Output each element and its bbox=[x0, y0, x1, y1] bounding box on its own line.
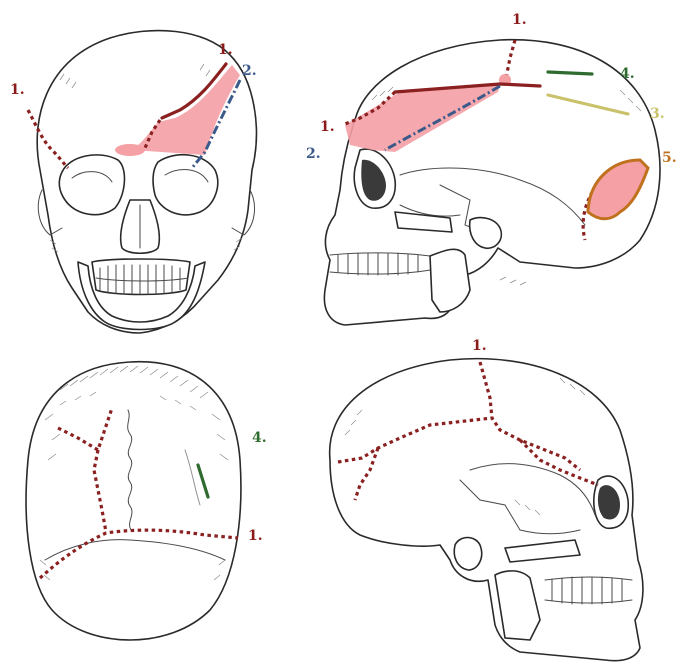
lateral-left-lambdoid-suture bbox=[581, 179, 602, 241]
front-right-orbit bbox=[152, 154, 219, 216]
panel-lateral-left-view: 1. 1. 2. 3. 4. 5. bbox=[306, 12, 677, 326]
lateral-right-coronal-suture bbox=[478, 361, 581, 472]
front-left-orbit bbox=[58, 154, 126, 216]
lateral-left-teeth bbox=[329, 252, 431, 276]
panel-front-view: 1. 1. 2. bbox=[10, 29, 258, 334]
front-suture-right-dotted bbox=[143, 119, 162, 149]
top-hatching bbox=[39, 365, 229, 581]
top-label-1: 1. bbox=[248, 528, 263, 544]
front-label-2: 2. bbox=[242, 63, 257, 79]
lateral-left-line-1-solid bbox=[393, 82, 542, 94]
front-label-1-right: 1. bbox=[218, 42, 233, 58]
panel-lateral-right-view: 1. bbox=[328, 338, 644, 662]
panel-top-view: 4. 1. bbox=[25, 360, 267, 641]
lateral-left-label-2: 2. bbox=[306, 146, 321, 162]
front-suture-left bbox=[26, 109, 70, 170]
top-line-4 bbox=[196, 463, 210, 499]
top-sagittal-suture bbox=[127, 409, 133, 531]
front-suture-right-solid bbox=[160, 62, 228, 120]
lateral-right-lambdoid-suture bbox=[353, 447, 380, 501]
lateral-right-pterion-suture bbox=[518, 438, 599, 487]
front-highlight-oval bbox=[115, 144, 145, 156]
lateral-left-label-3: 3. bbox=[650, 106, 665, 122]
lateral-left-label-1-top: 1. bbox=[512, 12, 527, 28]
lateral-left-label-1-left: 1. bbox=[320, 119, 335, 135]
front-highlight-area bbox=[132, 65, 240, 155]
lateral-left-line-4 bbox=[546, 70, 594, 76]
lateral-left-line-1-dotted bbox=[344, 90, 397, 126]
front-label-1-left: 1. bbox=[10, 82, 25, 98]
lateral-left-label-5: 5. bbox=[662, 150, 677, 166]
top-label-4: 4. bbox=[252, 430, 267, 446]
top-cranium-outline bbox=[25, 360, 242, 641]
lateral-right-label-1: 1. bbox=[472, 338, 487, 354]
lateral-left-line-3 bbox=[546, 93, 630, 116]
front-mandible bbox=[77, 261, 206, 331]
top-suture-lambdoid bbox=[38, 528, 239, 580]
lateral-left-label-4: 4. bbox=[620, 66, 635, 82]
lateral-left-highlight-area-5 bbox=[586, 158, 650, 221]
lateral-left-line-2 bbox=[384, 84, 501, 152]
lateral-right-cranium-outline bbox=[328, 357, 644, 662]
lateral-right-teeth bbox=[544, 576, 633, 605]
front-teeth bbox=[95, 264, 189, 295]
